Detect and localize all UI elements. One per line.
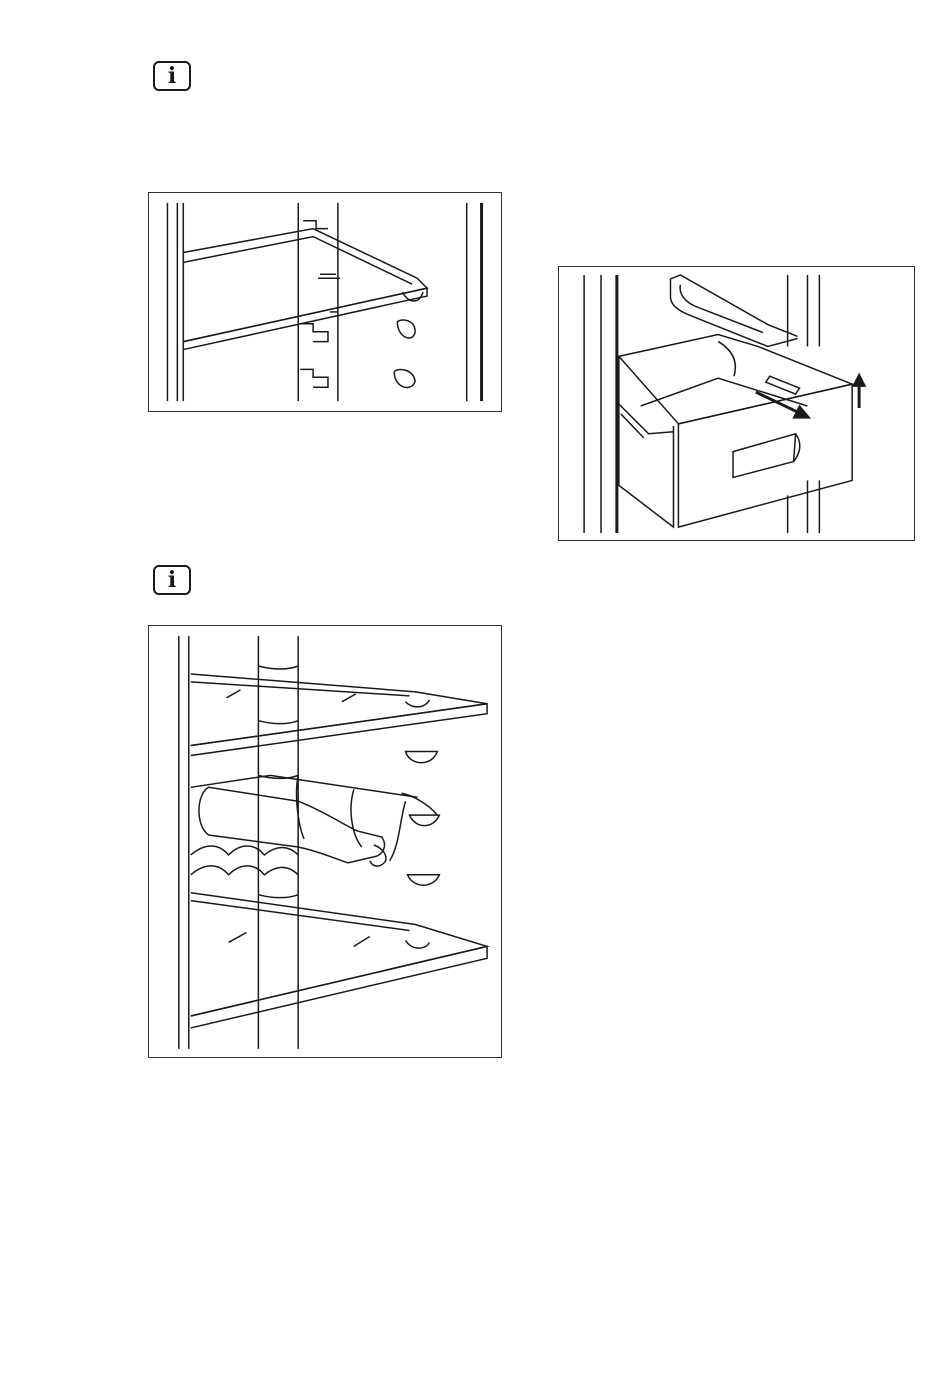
drawer-removal-illustration xyxy=(558,266,915,541)
shelf-drawing xyxy=(149,193,501,411)
bottle-rack-illustration xyxy=(148,625,502,1058)
shelf-positioning-illustration xyxy=(148,192,502,412)
drawer-drawing xyxy=(559,267,914,540)
info-icon: i xyxy=(153,61,191,91)
bottle-rack-drawing xyxy=(149,626,501,1057)
info-glyph: i xyxy=(168,65,176,87)
info-glyph: i xyxy=(168,569,176,591)
info-icon: i xyxy=(153,565,191,595)
